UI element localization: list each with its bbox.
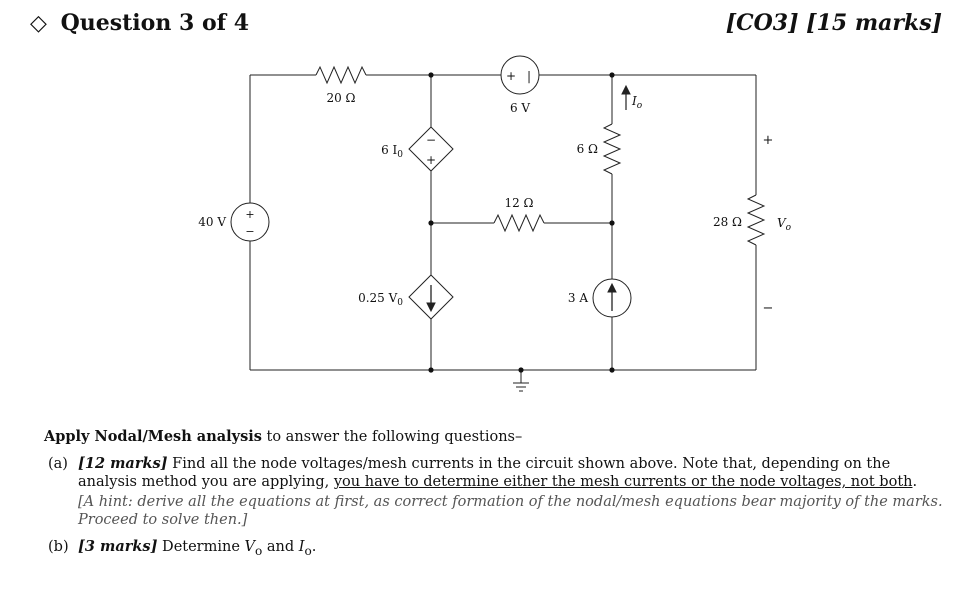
- node-dot: [518, 367, 524, 373]
- resistor-20-ohm: [315, 65, 367, 85]
- node-dot: [609, 72, 615, 78]
- node-dot: [609, 220, 615, 226]
- node-dot: [428, 367, 434, 373]
- node-dot: [428, 220, 434, 226]
- label-40v: 40 V: [198, 215, 226, 229]
- plus-sign: +: [426, 153, 436, 167]
- resistor-28-ohm: [746, 194, 766, 246]
- node-dot: [609, 367, 615, 373]
- current-source-3a: [592, 278, 632, 318]
- label-20-ohm: 20 Ω: [326, 91, 355, 105]
- question-header: ◇ Question 3 of 4: [30, 10, 249, 36]
- part-b: (b) [3 marks] Determine Vo and Io.: [48, 538, 317, 558]
- label-6v: 6 V: [510, 101, 530, 115]
- label-28-ohm: 28 Ω: [713, 215, 742, 229]
- node-dot: [428, 72, 434, 78]
- label-12-ohm: 12 Ω: [504, 196, 533, 210]
- resistor-12-ohm: [493, 213, 545, 233]
- voltage-source-40v: [230, 202, 270, 242]
- label-dependent-current: 0.25 V0: [358, 291, 403, 308]
- plus-sign: +: [506, 69, 516, 83]
- label-io: Io: [631, 94, 643, 111]
- circuit-diagram: 20 Ω 6 V + | Io 6 I0 − + 6 Ω 40 V + − 12…: [198, 55, 792, 392]
- minus-sign: |: [527, 69, 531, 83]
- label-vo: Vo: [777, 216, 792, 233]
- label-dependent-voltage: 6 I0: [381, 143, 403, 160]
- hint-text: [A hint: derive all the equations at fir…: [78, 494, 943, 528]
- label-3a: 3 A: [568, 291, 588, 305]
- dependent-voltage-source: [408, 126, 454, 172]
- resistor-6-ohm: [602, 123, 622, 175]
- intro-line: Apply Nodal/Mesh analysis to answer the …: [44, 428, 523, 445]
- diamond-icon: ◇: [30, 11, 47, 36]
- minus-sign: −: [245, 225, 254, 238]
- question-tag: [CO3] [15 marks]: [725, 10, 942, 36]
- plus-sign: +: [245, 208, 254, 221]
- vo-minus: −: [763, 301, 774, 316]
- question-body: Apply Nodal/Mesh analysis to answer the …: [44, 428, 949, 560]
- vo-plus: +: [763, 133, 774, 148]
- label-6-ohm: 6 Ω: [577, 142, 598, 156]
- minus-sign: −: [426, 133, 436, 147]
- part-a: (a) [12 marks] Find all the node voltage…: [44, 455, 949, 529]
- voltage-source-6v: [500, 55, 540, 95]
- dependent-current-source: [408, 274, 454, 320]
- question-title: Question 3 of 4: [60, 10, 250, 36]
